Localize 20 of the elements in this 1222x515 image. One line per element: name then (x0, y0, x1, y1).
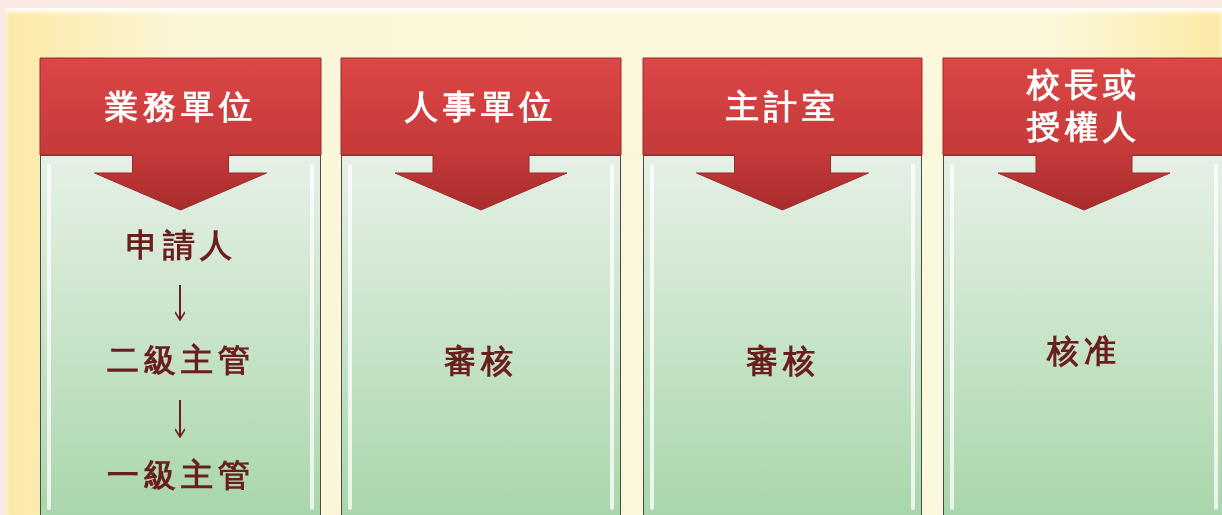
arrow (174, 399, 186, 438)
panel (40, 155, 321, 515)
arrow-callout (341, 58, 621, 210)
header-label: 主計室 (724, 86, 841, 128)
header-label: 業務單位 (103, 86, 258, 128)
panel (943, 155, 1222, 515)
panel (643, 155, 922, 515)
arrow-callout (40, 58, 321, 210)
panel (341, 155, 621, 515)
step-label: 審核 (443, 342, 519, 380)
header-label: 校長或授權人 (1025, 64, 1142, 148)
step-label: 核准 (1045, 332, 1122, 370)
step-label: 一級主管 (91, 438, 271, 514)
step-label: 二級主管 (91, 321, 271, 401)
step-label: 申請人 (101, 206, 261, 286)
header-label: 人事單位 (403, 86, 558, 128)
arrow-callout (943, 58, 1222, 210)
arrow (174, 284, 186, 321)
arrow-callout (643, 58, 922, 210)
step-label: 審核 (744, 342, 821, 380)
